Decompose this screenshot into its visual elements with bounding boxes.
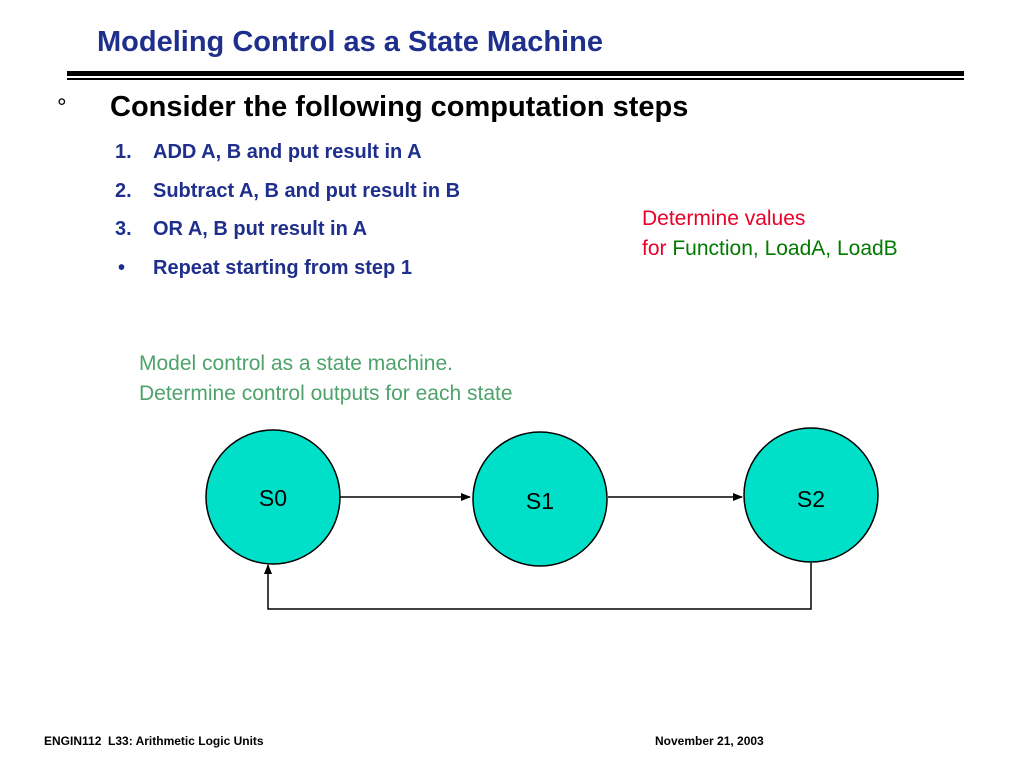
- model-line-2: Determine control outputs for each state: [139, 382, 513, 405]
- state-s0-circle: [205, 429, 341, 565]
- state-s1-circle: [472, 431, 608, 567]
- determine-values-note: Determine values for Function, LoadA, Lo…: [642, 204, 898, 264]
- model-instruction: Model control as a state machine. Determ…: [139, 349, 513, 409]
- step-marker: 1.: [115, 141, 132, 163]
- note-for-prefix: for: [642, 237, 667, 260]
- transition-s2-s0: [264, 563, 812, 610]
- note-signal-list: Function, LoadA, LoadB: [672, 237, 898, 260]
- note-line-1: Determine values: [642, 207, 806, 230]
- step-marker: 2.: [115, 180, 132, 202]
- note-line-2: for Function, LoadA, LoadB: [642, 234, 898, 264]
- title-rule-thick: [67, 71, 964, 76]
- step-marker: •: [118, 257, 126, 279]
- model-line-1: Model control as a state machine.: [139, 352, 453, 375]
- step-marker: 3.: [115, 218, 132, 240]
- footer-course: ENGIN112 L33: Arithmetic Logic Units: [44, 734, 264, 748]
- step-text: ADD A, B and put result in A: [153, 141, 422, 163]
- step-text: OR A, B put result in A: [153, 218, 368, 240]
- step-text: Repeat starting from step 1: [153, 257, 412, 279]
- step-text: Subtract A, B and put result in B: [153, 180, 461, 202]
- state-s2-circle: [743, 427, 879, 563]
- slide-title: Modeling Control as a State Machine: [97, 26, 603, 58]
- footer-date: November 21, 2003: [655, 734, 764, 748]
- main-bullet: °: [57, 94, 67, 121]
- state-s2-label: S2: [797, 486, 825, 512]
- title-rule-thin: [67, 78, 964, 80]
- state-s0-label: S0: [259, 485, 287, 511]
- state-s1-label: S1: [526, 488, 554, 514]
- main-heading: Consider the following computation steps: [110, 91, 689, 123]
